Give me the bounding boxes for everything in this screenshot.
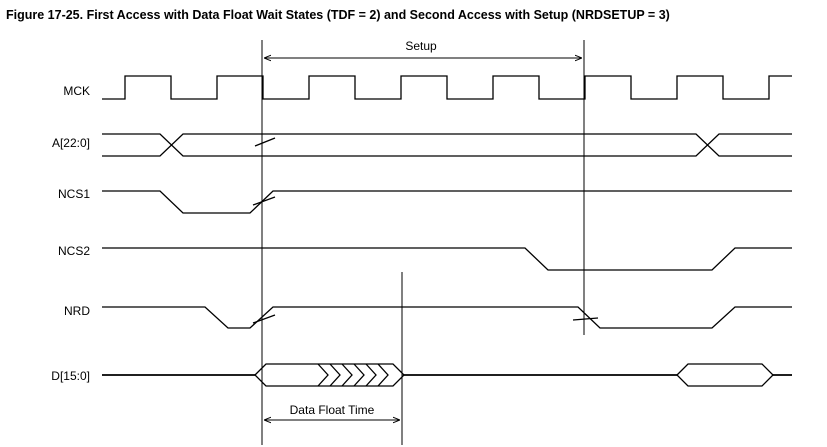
mck-waveform — [102, 75, 792, 100]
signal-label-address: A[22:0] — [52, 136, 90, 150]
data-waveform — [102, 363, 792, 387]
setup-label: Setup — [405, 39, 437, 53]
signal-label-mck: MCK — [63, 84, 90, 98]
signal-label-data: D[15:0] — [51, 369, 90, 383]
ncs2-waveform — [102, 247, 792, 271]
signal-label-nrd: NRD — [64, 304, 90, 318]
data-float-time-label: Data Float Time — [290, 403, 375, 417]
signal-label-ncs2: NCS2 — [58, 244, 90, 258]
nrd-waveform — [102, 306, 792, 329]
figure-title: Figure 17-25. First Access with Data Flo… — [6, 8, 670, 22]
signal-label-ncs1: NCS1 — [58, 187, 90, 201]
address-waveform — [102, 133, 792, 157]
ncs1-waveform — [102, 190, 792, 214]
